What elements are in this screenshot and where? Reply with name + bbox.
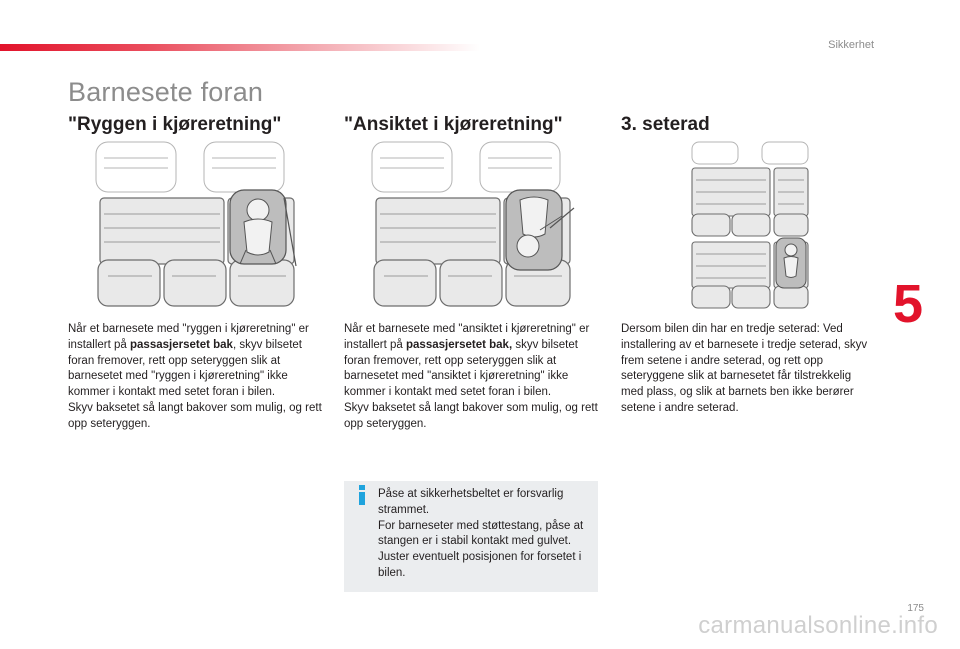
- page-number: 175: [907, 603, 924, 614]
- section-label: Sikkerhet: [828, 39, 874, 51]
- info-box: [344, 481, 598, 592]
- body-text-third-row: Dersom bilen din har en tredje seterad: …: [621, 323, 868, 414]
- info-text-belt: Påse at sikkerhetsbeltet er forsvarlig s…: [378, 488, 564, 516]
- heading-third-row: 3. seterad: [621, 114, 710, 135]
- forward-facing-seat-illustration: [371, 141, 575, 307]
- watermark: carmanualsonline.info: [698, 612, 938, 639]
- heading-rear-facing: "Ryggen i kjøreretning": [68, 114, 282, 135]
- third-row-seat-illustration: [691, 141, 809, 309]
- chapter-number: 5: [893, 274, 924, 334]
- heading-forward-facing: "Ansiktet i kjøreretning": [344, 114, 563, 135]
- body-text-forward-facing: Når et barnesete med "ansiktet i kjørere…: [344, 323, 598, 430]
- info-text: Påse at sikkerhetsbeltet er forsvarlig s…: [378, 487, 588, 582]
- info-text-support-leg: For barneseter med støttestang, påse at …: [378, 519, 584, 579]
- info-icon: [359, 485, 365, 505]
- header-accent-bar: [0, 44, 480, 51]
- body-text-rear-facing: Når et barnesete med "ryggen i kjøreretn…: [68, 323, 322, 430]
- page-title: Barnesete foran: [68, 77, 264, 107]
- rear-facing-seat-illustration: [95, 141, 297, 307]
